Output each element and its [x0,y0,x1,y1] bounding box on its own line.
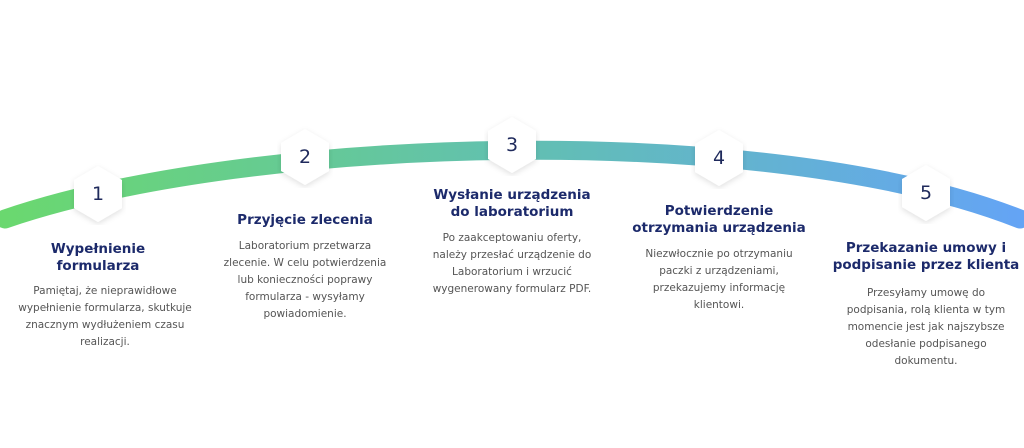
step-2-title: Przyjęcie zlecenia [237,212,373,228]
step-1-number: 1 [91,183,105,205]
step-2-number: 2 [298,146,312,168]
step-2-description: Laboratorium przetwarza zlecenie. W celu… [223,240,387,320]
step-3-marker: 3 [484,114,540,176]
step-4-number: 4 [712,147,726,169]
step-1-description: Pamiętaj, że nieprawidłowe wypełnienie f… [18,285,192,348]
hexagon-icon [902,165,950,221]
step-1-title: Wypełnienie formularza [50,241,146,274]
step-4-description: Niezwłocznie po otrzymaniu paczki z urzą… [645,248,793,311]
step-5-marker: 5 [898,162,954,224]
step-5-description: Przesyłamy umowę do podpisania, rolą kli… [846,287,1006,367]
hexagon-icon [74,166,122,222]
step-3-description: Po zaakceptowaniu oferty, należy przesła… [432,232,592,295]
step-4-title: Potwierdzenie otrzymania urządzenia [632,203,806,236]
hexagon-icon [488,117,536,173]
step-4-marker: 4 [691,127,747,189]
step-5-number: 5 [919,182,933,204]
step-5-title: Przekazanie umowy i podpisanie przez kli… [832,240,1020,273]
step-2-marker: 2 [277,126,333,188]
step-3-title: Wysłanie urządzenia do laboratorium [433,187,591,220]
step-1-marker: 1 [70,163,126,225]
step-3-number: 3 [505,134,519,156]
hexagon-icon [281,129,329,185]
hexagon-icon [695,130,743,186]
